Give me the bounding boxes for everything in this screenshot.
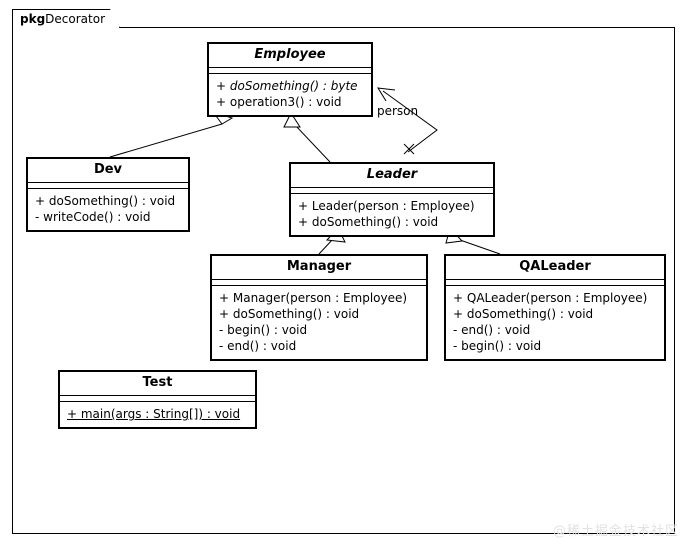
- operation-item: + doSomething() : void: [35, 194, 176, 208]
- class-test[interactable]: Test + main(args : String[]) : void: [58, 370, 257, 429]
- class-name-qaleader: QALeader: [446, 256, 664, 280]
- operations-compartment-employee: + doSomething() : byte + operation3() : …: [209, 74, 371, 115]
- operations-compartment-leader: + Leader(person : Employee) + doSomethin…: [291, 194, 493, 235]
- operations-compartment-test: + main(args : String[]) : void: [60, 402, 255, 427]
- watermark: @稀土掘金技术社区: [552, 524, 679, 539]
- attributes-compartment-manager: [212, 280, 426, 286]
- operation-item: + operation3() : void: [216, 95, 342, 109]
- class-name-test: Test: [60, 372, 255, 396]
- class-leader[interactable]: Leader + Leader(person : Employee) + doS…: [289, 162, 495, 237]
- operations-compartment-manager: + Manager(person : Employee) + doSomethi…: [212, 286, 426, 359]
- class-name-dev: Dev: [28, 159, 188, 183]
- operation-item: + doSomething() : void: [298, 215, 439, 229]
- operation-item: + QALeader(person : Employee): [453, 291, 648, 305]
- attributes-compartment-leader: [291, 188, 493, 194]
- operation-item: + Leader(person : Employee): [298, 199, 475, 213]
- class-employee[interactable]: Employee + doSomething() : byte + operat…: [207, 42, 373, 117]
- package-frame: [12, 27, 675, 534]
- operation-item: - begin() : void: [453, 339, 542, 353]
- operation-item: + main(args : String[]) : void: [67, 407, 241, 421]
- package-name: Decorator: [45, 12, 106, 26]
- attributes-compartment-employee: [209, 68, 371, 74]
- operation-item: + doSomething() : void: [453, 307, 594, 321]
- operation-item: + doSomething() : byte: [216, 79, 358, 93]
- class-name-leader: Leader: [291, 164, 493, 188]
- class-dev[interactable]: Dev + doSomething() : void - writeCode()…: [26, 157, 190, 232]
- operation-item: - end() : void: [219, 339, 297, 353]
- operation-item: - begin() : void: [219, 323, 308, 337]
- operation-item: + Manager(person : Employee): [219, 291, 408, 305]
- operations-compartment-dev: + doSomething() : void - writeCode() : v…: [28, 189, 188, 230]
- class-qaleader[interactable]: QALeader + QALeader(person : Employee) +…: [444, 254, 666, 361]
- operation-item: - writeCode() : void: [35, 210, 151, 224]
- package-keyword: pkg: [20, 12, 46, 26]
- operation-item: + doSomething() : void: [219, 307, 360, 321]
- package-label-tab: pkgDecorator: [12, 9, 120, 28]
- attributes-compartment-qaleader: [446, 280, 664, 286]
- attributes-compartment-dev: [28, 183, 188, 189]
- class-name-manager: Manager: [212, 256, 426, 280]
- association-label-person: person: [377, 104, 419, 118]
- operation-item: - end() : void: [453, 323, 531, 337]
- operations-compartment-qaleader: + QALeader(person : Employee) + doSometh…: [446, 286, 664, 359]
- class-manager[interactable]: Manager + Manager(person : Employee) + d…: [210, 254, 428, 361]
- class-name-employee: Employee: [209, 44, 371, 68]
- attributes-compartment-test: [60, 396, 255, 402]
